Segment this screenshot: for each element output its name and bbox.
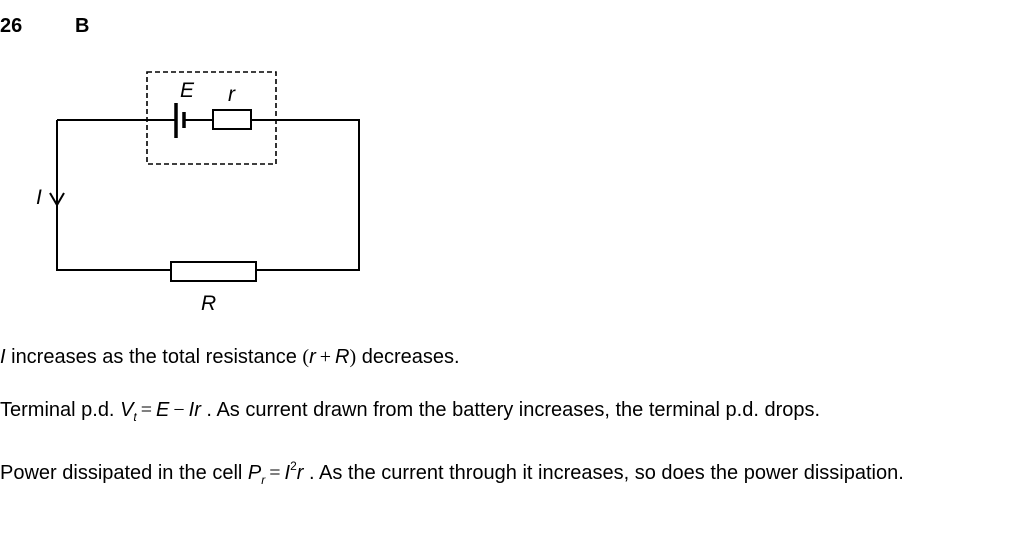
p3-lead: Power dissipated in the cell [0, 462, 248, 484]
explanation-paragraph-1: I increases as the total resistance (r+R… [0, 340, 460, 374]
explanation-paragraph-2: Terminal p.d. Vt=E−Ir . As current drawn… [0, 393, 820, 434]
terminal-pd-equation: Vt=E−Ir [120, 399, 201, 424]
answer-letter: B [75, 15, 90, 37]
label-external-resistance: R [201, 292, 216, 315]
circuit-diagram: E r I R [36, 71, 360, 315]
question-number: 26 [0, 15, 23, 37]
explanation-paragraph-3: Power dissipated in the cell Pr=I2r . As… [0, 449, 1015, 497]
p2-lead: Terminal p.d. [0, 399, 121, 421]
power-equation: Pr=I2r [247, 459, 304, 487]
current-arrow-icon [49, 192, 65, 207]
internal-resistor [212, 109, 252, 130]
p2-tail: . As current drawn from the battery incr… [200, 399, 821, 421]
external-resistor [170, 261, 257, 282]
p3-tail: . As the current through it increases, s… [303, 462, 904, 484]
wire-left [56, 120, 171, 271]
label-emf: E [180, 79, 195, 102]
label-internal-resistance: r [228, 83, 236, 106]
current-symbol: I [0, 346, 6, 368]
cell-boundary-box [146, 71, 277, 165]
wire-right [250, 119, 360, 271]
label-current: I [36, 186, 42, 209]
resistance-expression: (r+R) [302, 346, 357, 368]
p1-text: increases as the total resistance [5, 346, 303, 368]
p1-tail: decreases. [356, 346, 460, 368]
